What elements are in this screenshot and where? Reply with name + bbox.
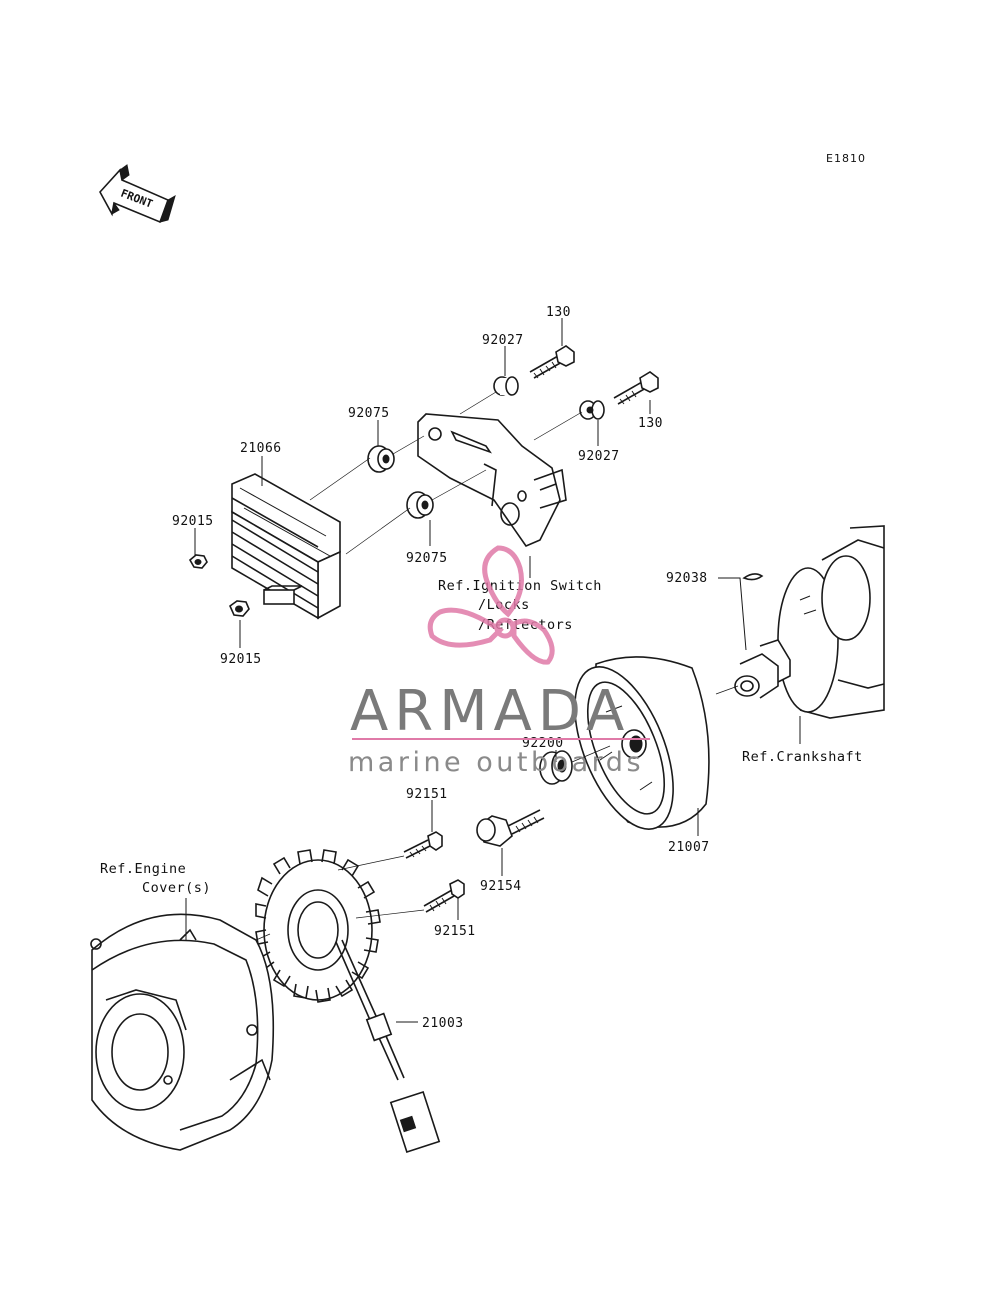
damper-92075-upper (367, 445, 395, 473)
part-label: 92038 (666, 571, 708, 586)
ref-engine: Ref.Engine (100, 861, 186, 877)
part-label: 21003 (422, 1016, 464, 1031)
nut-92015-upper (188, 554, 208, 569)
diagram-code: E1810 (826, 152, 866, 165)
woodruff-key (742, 573, 764, 581)
part-label: 92151 (434, 924, 476, 939)
leader-lines (185, 318, 801, 1023)
part-label: 130 (638, 416, 663, 431)
part-label: 92027 (482, 333, 524, 348)
part-label: 92015 (220, 652, 262, 667)
part-label: 92075 (406, 551, 448, 566)
collar-92027-right (579, 400, 605, 420)
propeller-logo-icon (427, 545, 555, 665)
bolt-92154 (476, 809, 545, 847)
mounting-bracket (417, 413, 567, 547)
collar-92027-upper (493, 376, 519, 396)
armada-watermark: ARMADA marine outboards (348, 545, 650, 778)
part-label: 92151 (406, 787, 448, 802)
watermark-tagline: marine outboards (348, 747, 644, 778)
bolt-92151-lower (423, 879, 465, 913)
stator (255, 849, 441, 1153)
regulator-rectifier (231, 473, 341, 620)
part-label: 92075 (348, 406, 390, 421)
rotor-flywheel (574, 656, 710, 830)
part-label: 21007 (668, 840, 710, 855)
part-label: 130 (546, 305, 571, 320)
watermark-brand: ARMADA (350, 679, 630, 744)
damper-92075-lower (406, 491, 434, 519)
engine-cover (90, 913, 275, 1151)
watermark-divider (352, 738, 650, 740)
bolt-130-upper (529, 345, 575, 379)
front-arrow-icon: FRONT (99, 164, 176, 224)
bolt-92151-upper (403, 831, 443, 859)
part-label: 21066 (240, 441, 282, 456)
nut-92015-lower (229, 600, 250, 617)
part-label: 92154 (480, 879, 522, 894)
crankshaft (734, 525, 885, 719)
ref-cover: Cover(s) (142, 880, 211, 896)
ref-crankshaft: Ref.Crankshaft (742, 749, 863, 765)
part-label: 92015 (172, 514, 214, 529)
part-label: 92027 (578, 449, 620, 464)
bolt-130-right (613, 371, 659, 405)
washer-92200 (539, 750, 573, 785)
part-labels: 130 92027 130 92027 92075 21066 92015 92… (172, 305, 710, 1031)
